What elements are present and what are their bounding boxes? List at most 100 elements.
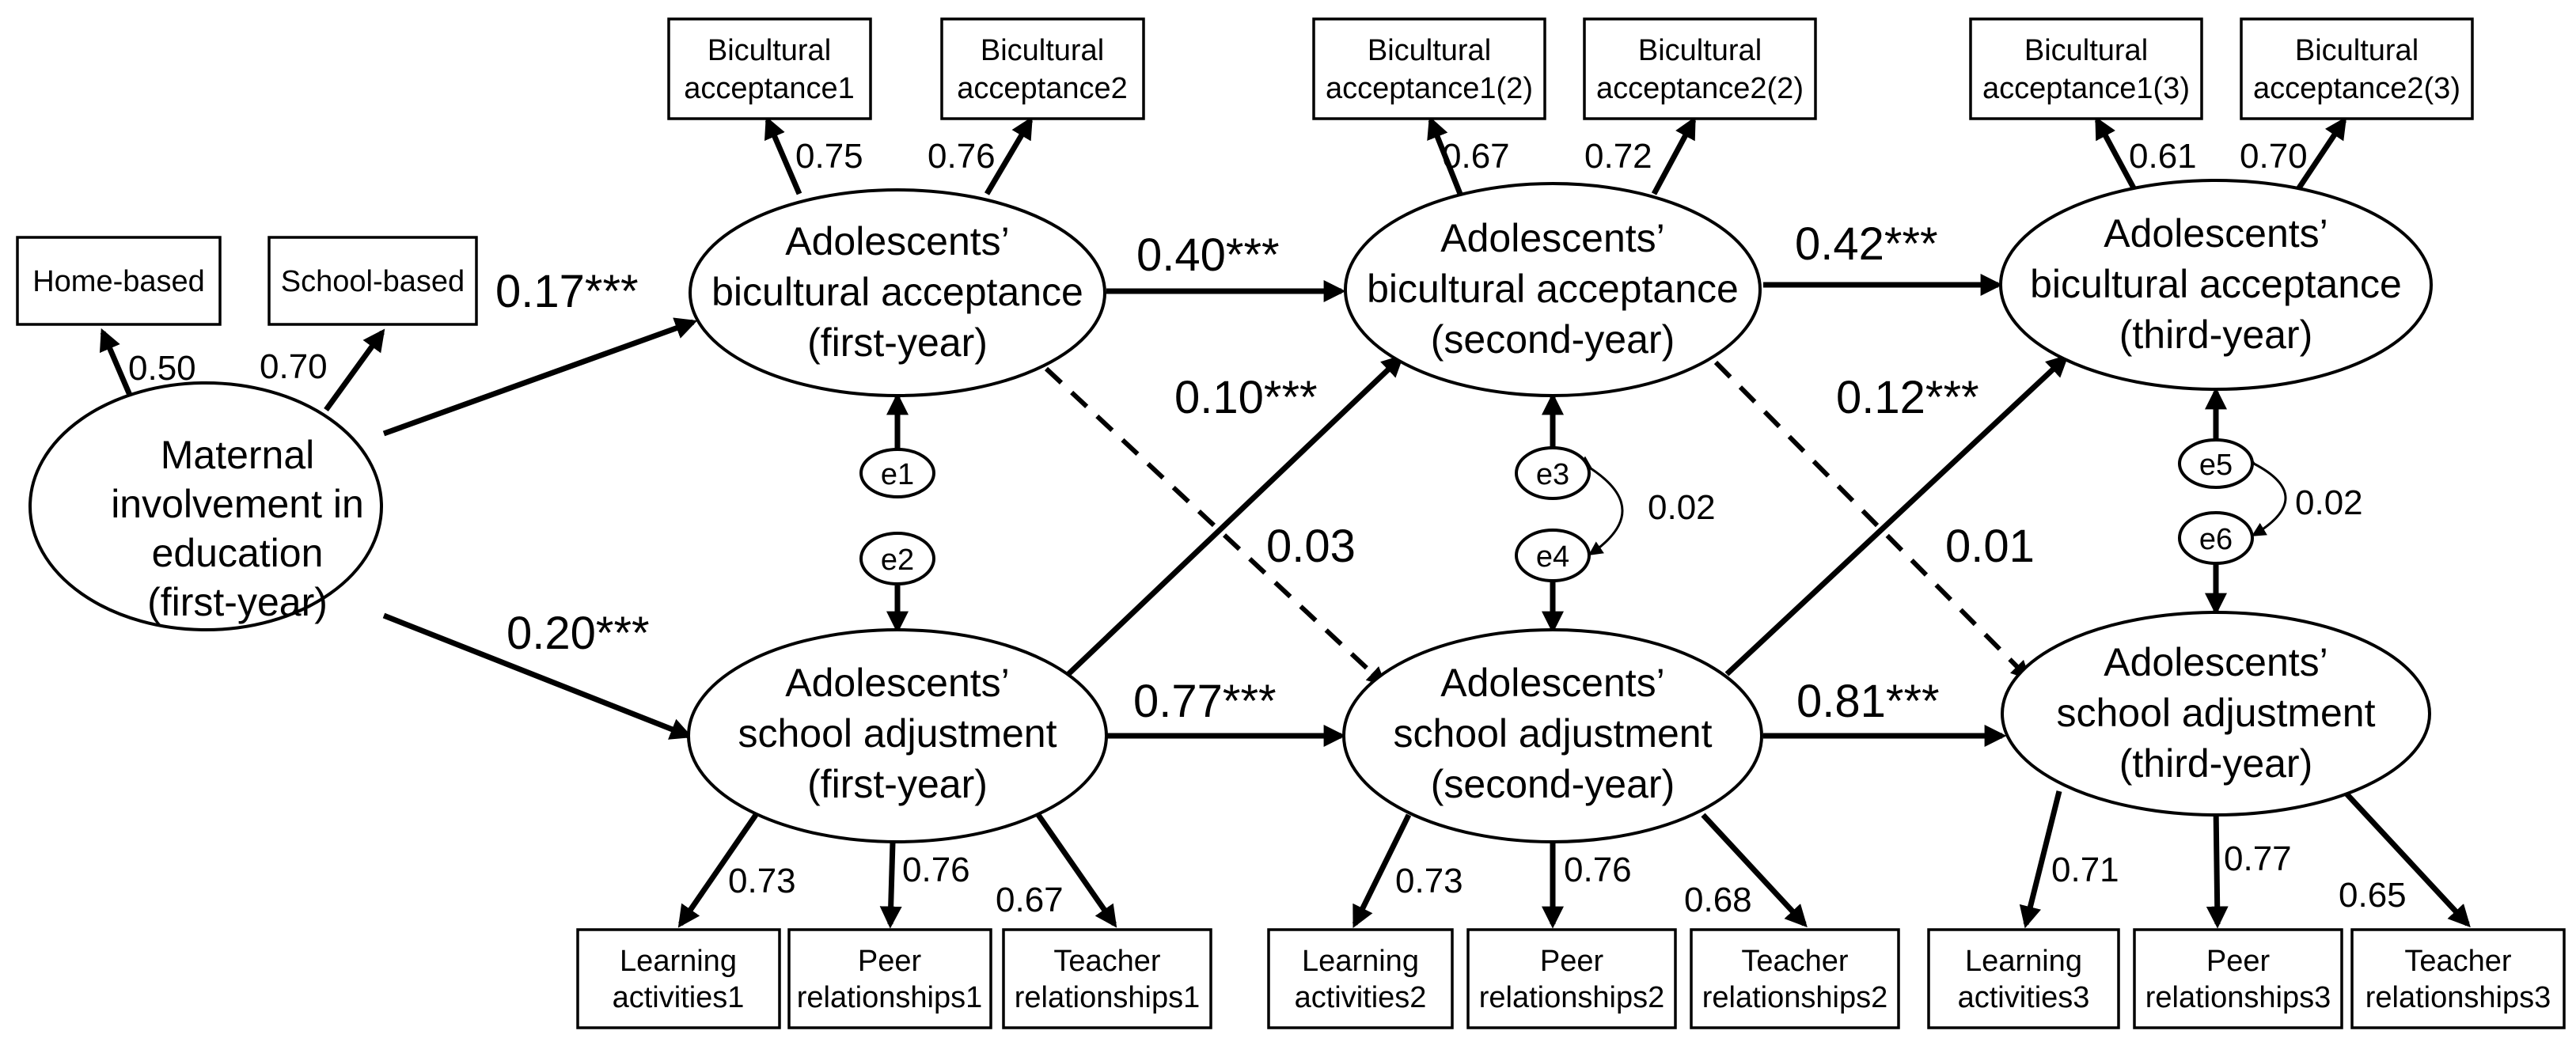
indicator-label-line: Learning <box>1302 945 1419 978</box>
loading-la1: 0.73 <box>728 862 796 900</box>
error-e3: e3 <box>1515 446 1591 500</box>
loading-ba2a: 0.67 <box>1442 137 1510 176</box>
latent-label-line: Maternal <box>161 433 315 477</box>
path-arrow-m-ba1 <box>382 317 698 437</box>
latent-maternal-involvement: Maternal involvement in education (first… <box>28 381 383 631</box>
indicator-school-based: School-based <box>267 236 478 326</box>
path-coef-sa1-ba2: 0.10*** <box>1174 372 1318 423</box>
error-label: e4 <box>1536 540 1569 574</box>
indicator-label-line: relationships3 <box>2145 981 2331 1014</box>
indicator-label-line: Bicultural <box>981 34 1104 67</box>
latent-label-line: (first-year) <box>147 580 328 624</box>
indicator-label-line: Teacher <box>2404 945 2512 978</box>
error-e4: e4 <box>1515 529 1591 582</box>
indicator-label-line: relationships1 <box>1015 981 1200 1014</box>
indicator-learning-activities3: Learning activities3 <box>1927 928 2120 1029</box>
latent-label-line: (first-year) <box>807 762 988 806</box>
latent-label-line: Adolescents’ <box>2104 640 2328 684</box>
loading-school: 0.70 <box>260 347 328 386</box>
path-arrow-m-sa1 <box>382 612 693 740</box>
path-coef-sa1-sa2: 0.77*** <box>1133 676 1277 727</box>
indicator-label-line: activities1 <box>613 981 745 1014</box>
covariance-e5-e6 <box>2240 452 2287 536</box>
error-e5: e5 <box>2178 438 2254 489</box>
loading-tr3: 0.65 <box>2339 876 2407 915</box>
path-coef-ba2-sa3: 0.01 <box>1945 521 2035 572</box>
latent-school-adjustment-first-year: Adolescents’ school adjustment (first-ye… <box>687 628 1108 843</box>
indicators-layer: Home-based School-based Bicultural accep… <box>16 17 2566 1029</box>
latent-school-adjustment-third-year: Adolescents’ school adjustment (third-ye… <box>2001 611 2431 817</box>
loading-ba1a: 0.75 <box>795 137 863 176</box>
loading-home: 0.50 <box>128 349 196 388</box>
indicator-label-line: Peer <box>1540 945 1604 978</box>
indicator-label-line: Peer <box>858 945 922 978</box>
latent-label-line: Adolescents’ <box>2104 211 2328 256</box>
latent-label-line: school adjustment <box>1393 711 1712 756</box>
loading-ba3a: 0.61 <box>2129 137 2197 176</box>
loading-ba3b: 0.70 <box>2240 137 2308 176</box>
latents-layer: Maternal involvement in education (first… <box>28 179 2433 843</box>
loading-arrow-ba3b <box>2293 116 2347 195</box>
errors-layer: e1 e2 e3 e4 e5 e6 <box>859 438 2254 585</box>
path-coef-m-ba1: 0.17*** <box>495 266 639 317</box>
loading-arrow-la1 <box>677 813 758 928</box>
indicator-label-line: Bicultural <box>2024 34 2148 67</box>
loading-arrow-la3 <box>2019 790 2062 929</box>
path-arrow-ba1-sa2 <box>1044 366 1387 687</box>
indicator-teacher-relationships1: Teacher relationships1 <box>1002 928 1212 1029</box>
loading-arrow-ba2b <box>1651 116 1697 195</box>
indicator-label-line: Bicultural <box>1638 34 1762 67</box>
loading-arrow-la2 <box>1352 813 1412 929</box>
indicator-peer-relationships3: Peer relationships3 <box>2133 928 2343 1029</box>
indicator-bicultural-acceptance2-2: Bicultural acceptance2(2) <box>1583 17 1817 120</box>
latent-label-line: Adolescents’ <box>785 661 1010 705</box>
error-e2: e2 <box>859 532 935 585</box>
error-label: e3 <box>1536 458 1569 491</box>
indicator-label-line: relationships3 <box>2365 981 2551 1014</box>
path-coef-m-sa1: 0.20*** <box>506 608 650 659</box>
error-label: e1 <box>881 458 914 491</box>
latent-label-line: (second-year) <box>1431 317 1675 362</box>
loading-pr3: 0.77 <box>2224 839 2292 878</box>
indicator-teacher-relationships2: Teacher relationships2 <box>1690 928 1900 1029</box>
loading-arrow-pr1 <box>879 842 902 929</box>
latent-label-line: (first-year) <box>807 320 988 365</box>
latent-label-line: Adolescents’ <box>1440 661 1665 705</box>
indicator-label-line: Learning <box>620 945 737 978</box>
indicator-label-line: acceptance2(2) <box>1596 72 1804 105</box>
error-label: e6 <box>2199 523 2233 556</box>
indicator-peer-relationships1: Peer relationships1 <box>787 928 992 1029</box>
indicator-label-line: activities2 <box>1295 981 1427 1014</box>
path-coef-ba1-sa2: 0.03 <box>1266 521 1356 572</box>
latent-label-line: school adjustment <box>2056 691 2375 735</box>
indicator-label-line: Teacher <box>1053 945 1161 978</box>
indicator-label-line: Peer <box>2206 945 2271 978</box>
loading-arrow-tr2 <box>1701 813 1808 928</box>
loading-arrow-ba2a <box>1427 116 1463 195</box>
latent-label-line: Adolescents’ <box>1440 216 1665 260</box>
covariance-coef-e5-e6: 0.02 <box>2295 483 2363 522</box>
path-coef-sa2-sa3: 0.81*** <box>1796 676 1940 727</box>
indicator-bicultural-acceptance1: Bicultural acceptance1 <box>667 17 872 120</box>
path-arrow-ba2-sa3 <box>1713 360 2031 680</box>
indicator-label-line: relationships2 <box>1702 981 1887 1014</box>
path-coef-sa2-ba3: 0.12*** <box>1836 372 1979 423</box>
latent-label-line: (third-year) <box>2119 313 2312 357</box>
error-label: e2 <box>881 544 914 577</box>
loading-tr1: 0.67 <box>996 881 1064 919</box>
indicator-teacher-relationships3: Teacher relationships3 <box>2350 928 2566 1029</box>
indicator-bicultural-acceptance2: Bicultural acceptance2 <box>940 17 1145 120</box>
indicator-label-line: acceptance2(3) <box>2253 72 2460 105</box>
loading-ba2b: 0.72 <box>1584 137 1652 176</box>
latent-bicultural-acceptance-first-year: Adolescents’ bicultural acceptance (firs… <box>689 188 1106 397</box>
latent-school-adjustment-second-year: Adolescents’ school adjustment (second-y… <box>1342 628 1763 843</box>
indicator-bicultural-acceptance2-3: Bicultural acceptance2(3) <box>2240 17 2474 120</box>
loading-arrow-tr1 <box>1036 813 1117 928</box>
indicator-label-line: Bicultural <box>2295 34 2419 67</box>
paths-layer <box>99 116 2471 929</box>
latent-label-line: bicultural acceptance <box>1367 267 1739 311</box>
indicator-learning-activities1: Learning activities1 <box>576 928 781 1029</box>
loading-pr2: 0.76 <box>1564 851 1632 889</box>
loading-arrow-pr3 <box>2206 805 2229 929</box>
indicator-label-line: School-based <box>281 265 465 298</box>
